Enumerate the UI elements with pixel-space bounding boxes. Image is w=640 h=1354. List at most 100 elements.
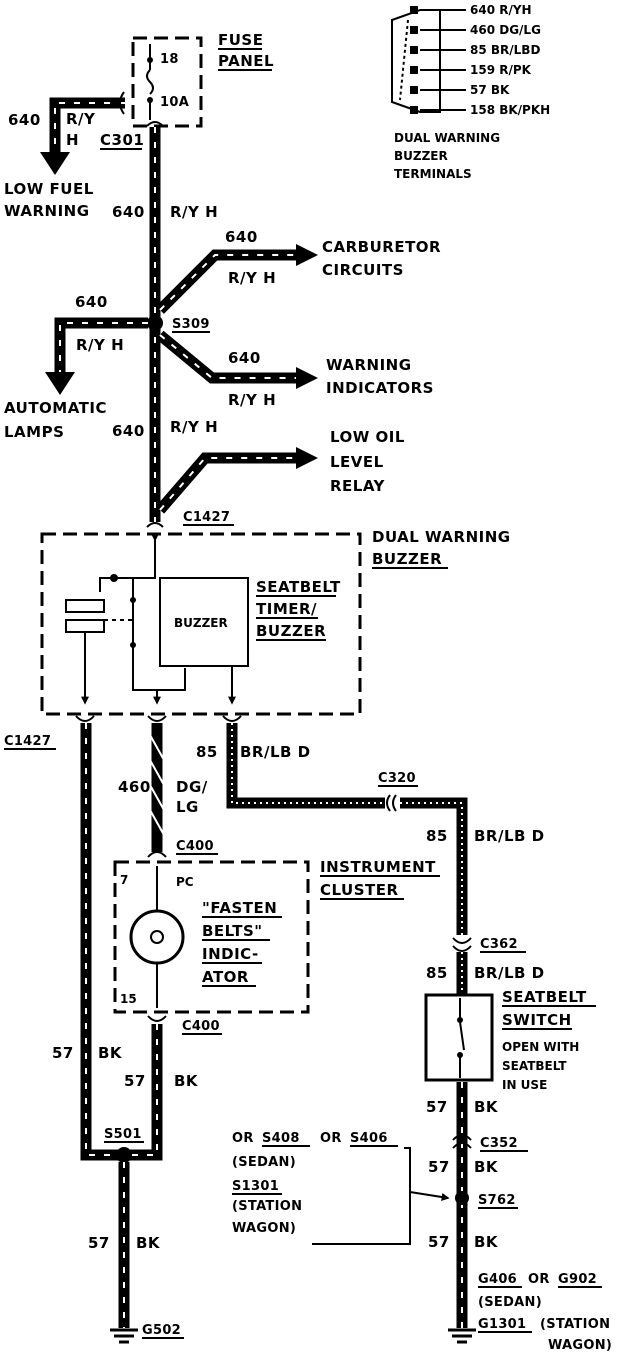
terminal-pin xyxy=(410,66,418,74)
terminal-label: 460 DG/LG xyxy=(470,23,541,37)
auto-lamps-label: AUTOMATIC xyxy=(4,399,107,417)
buzzer-module-title: DUAL WARNING xyxy=(372,528,511,546)
connector-c1427-top: C1427 xyxy=(183,510,230,525)
w57-sw-color: BK xyxy=(474,1098,499,1116)
ground-note-or: OR xyxy=(528,1272,550,1287)
splice-note-wagon: WAGON) xyxy=(232,1221,296,1236)
instrument-cluster: 7 PC 15 "FASTEN BELTS" INDIC- ATOR INSTR… xyxy=(113,858,440,1014)
ground-note-station: (STATION xyxy=(540,1317,610,1332)
connector-c320: C320 xyxy=(378,771,416,786)
w57-bottom-color: BK xyxy=(136,1234,161,1252)
warn-ind-circuit: 640 xyxy=(228,349,261,367)
splice-note-or-2: OR xyxy=(320,1131,342,1146)
fuse-number: 18 xyxy=(160,52,179,67)
switch-note-3: IN USE xyxy=(502,1078,547,1092)
w85a-color: BR/LB D xyxy=(240,743,311,761)
w460-color-2: LG xyxy=(176,798,199,816)
cluster-pc: PC xyxy=(176,875,194,889)
w57-sw-circuit: 57 xyxy=(426,1098,448,1116)
fuse-panel-title-2: PANEL xyxy=(218,52,274,70)
w57-left-color: BK xyxy=(98,1044,123,1062)
terminal-label: 158 BK/PKH xyxy=(470,103,550,117)
auto-lamps-label-2: LAMPS xyxy=(4,423,64,441)
carb-circuit: 640 xyxy=(225,228,258,246)
terminal-label: 640 R/YH xyxy=(470,3,532,17)
terminal-label: 57 BK xyxy=(470,83,510,97)
connector-c362: C362 xyxy=(480,937,518,952)
seatbelt-timer-label: SEATBELT xyxy=(256,578,341,596)
seatbelt-switch: SEATBELT SWITCH OPEN WITH SEATBELT IN US… xyxy=(424,988,596,1092)
ground-g502-icon xyxy=(110,1328,138,1344)
terminal-pin xyxy=(410,106,418,114)
fuse-panel: 18 10A FUSE PANEL xyxy=(131,31,274,128)
low-fuel-color-2: H xyxy=(66,131,79,149)
terminal-label: 159 R/PK xyxy=(470,63,532,77)
carb-label-2: CIRCUITS xyxy=(322,261,404,279)
splice-s762 xyxy=(455,1191,469,1205)
low-oil-label-2: LEVEL xyxy=(330,453,384,471)
low-fuel-color: R/Y xyxy=(66,110,96,128)
wire-460: 460 DG/ LG xyxy=(118,723,207,852)
connector-c1427-left: C1427 xyxy=(4,734,51,749)
carb-color: R/Y H xyxy=(228,269,276,287)
switch-title-2: SWITCH xyxy=(502,1011,572,1029)
cluster-pin-bottom: 15 xyxy=(120,992,137,1006)
wire-57-bottom: 57 BK xyxy=(88,1162,161,1328)
w85c-circuit: 85 xyxy=(426,964,448,982)
cluster-title-2: CLUSTER xyxy=(320,881,399,899)
splice-note-sedan: (SEDAN) xyxy=(232,1155,296,1170)
splice-s309-label: S309 xyxy=(172,317,210,332)
splice-note-s406: S406 xyxy=(350,1131,388,1146)
terminals-caption-3: TERMINALS xyxy=(394,167,472,181)
indicator-label-3: INDIC- xyxy=(202,945,259,963)
ground-note: G406 OR G902 (SEDAN) G1301 (STATION WAGO… xyxy=(478,1272,612,1353)
w57-s762-color: BK xyxy=(474,1233,499,1251)
automatic-lamps-branch: 640 R/Y H AUTOMATIC LAMPS xyxy=(4,293,148,441)
w57-bottom-circuit: 57 xyxy=(88,1234,110,1252)
w85b-color: BR/LB D xyxy=(474,827,545,845)
low-oil-label: LOW OIL xyxy=(330,428,405,446)
low-fuel-circuit: 640 xyxy=(8,111,41,129)
w57-c352-color: BK xyxy=(474,1158,499,1176)
auto-lamps-circuit: 640 xyxy=(75,293,108,311)
splice-s309 xyxy=(147,315,163,331)
fuse-panel-title: FUSE xyxy=(218,31,263,49)
wire-57-middle: 57 BK xyxy=(124,1024,199,1161)
terminals-caption-2: BUZZER xyxy=(394,149,448,163)
w460-circuit: 460 xyxy=(118,778,151,796)
cluster-title: INSTRUMENT xyxy=(320,858,436,876)
dual-warning-buzzer-module: DUAL WARNING BUZZER BUZZER SEATBELT TIME… xyxy=(40,528,511,716)
w57-mid-circuit: 57 xyxy=(124,1072,146,1090)
ground-right-icon xyxy=(448,1328,476,1344)
low-oil-relay-branch: LOW OIL LEVEL RELAY xyxy=(155,428,405,514)
w57-s762-circuit: 57 xyxy=(428,1233,450,1251)
splice-s501 xyxy=(116,1147,132,1163)
carb-label: CARBURETOR xyxy=(322,238,441,256)
connector-c400-bottom: C400 xyxy=(182,1019,220,1034)
connector-c400-top: C400 xyxy=(176,839,214,854)
buzzer-module-title-2: BUZZER xyxy=(372,550,442,568)
splice-s501-label: S501 xyxy=(104,1127,142,1142)
terminal-pin xyxy=(410,46,418,54)
warn-ind-label-2: INDICATORS xyxy=(326,379,434,397)
auto-lamps-color: R/Y H xyxy=(76,336,124,354)
w57-mid-color: BK xyxy=(174,1072,199,1090)
switch-note: OPEN WITH xyxy=(502,1040,579,1054)
splice-s762-label: S762 xyxy=(478,1193,516,1208)
w57-left-circuit: 57 xyxy=(52,1044,74,1062)
terminal-label: 85 BR/LBD xyxy=(470,43,540,57)
lower-wire-circuit: 640 xyxy=(112,422,145,440)
ground-note-wagon: WAGON) xyxy=(548,1338,612,1353)
splice-note-s1301: S1301 xyxy=(232,1179,279,1194)
indicator-label-2: BELTS" xyxy=(202,922,263,940)
wire-85: 85 BR/LB D C320 85 BR/LB D xyxy=(196,723,545,935)
seatbelt-timer-label-3: BUZZER xyxy=(256,622,326,640)
ground-note-g902: G902 xyxy=(558,1272,597,1287)
low-oil-label-3: RELAY xyxy=(330,477,386,495)
terminal-pin xyxy=(410,26,418,34)
warn-ind-label: WARNING xyxy=(326,356,412,374)
ground-note-g1301: G1301 xyxy=(478,1317,526,1332)
indicator-label-4: ATOR xyxy=(202,968,249,986)
low-fuel-warning-branch: 640 R/Y H LOW FUEL WARNING xyxy=(4,91,125,220)
